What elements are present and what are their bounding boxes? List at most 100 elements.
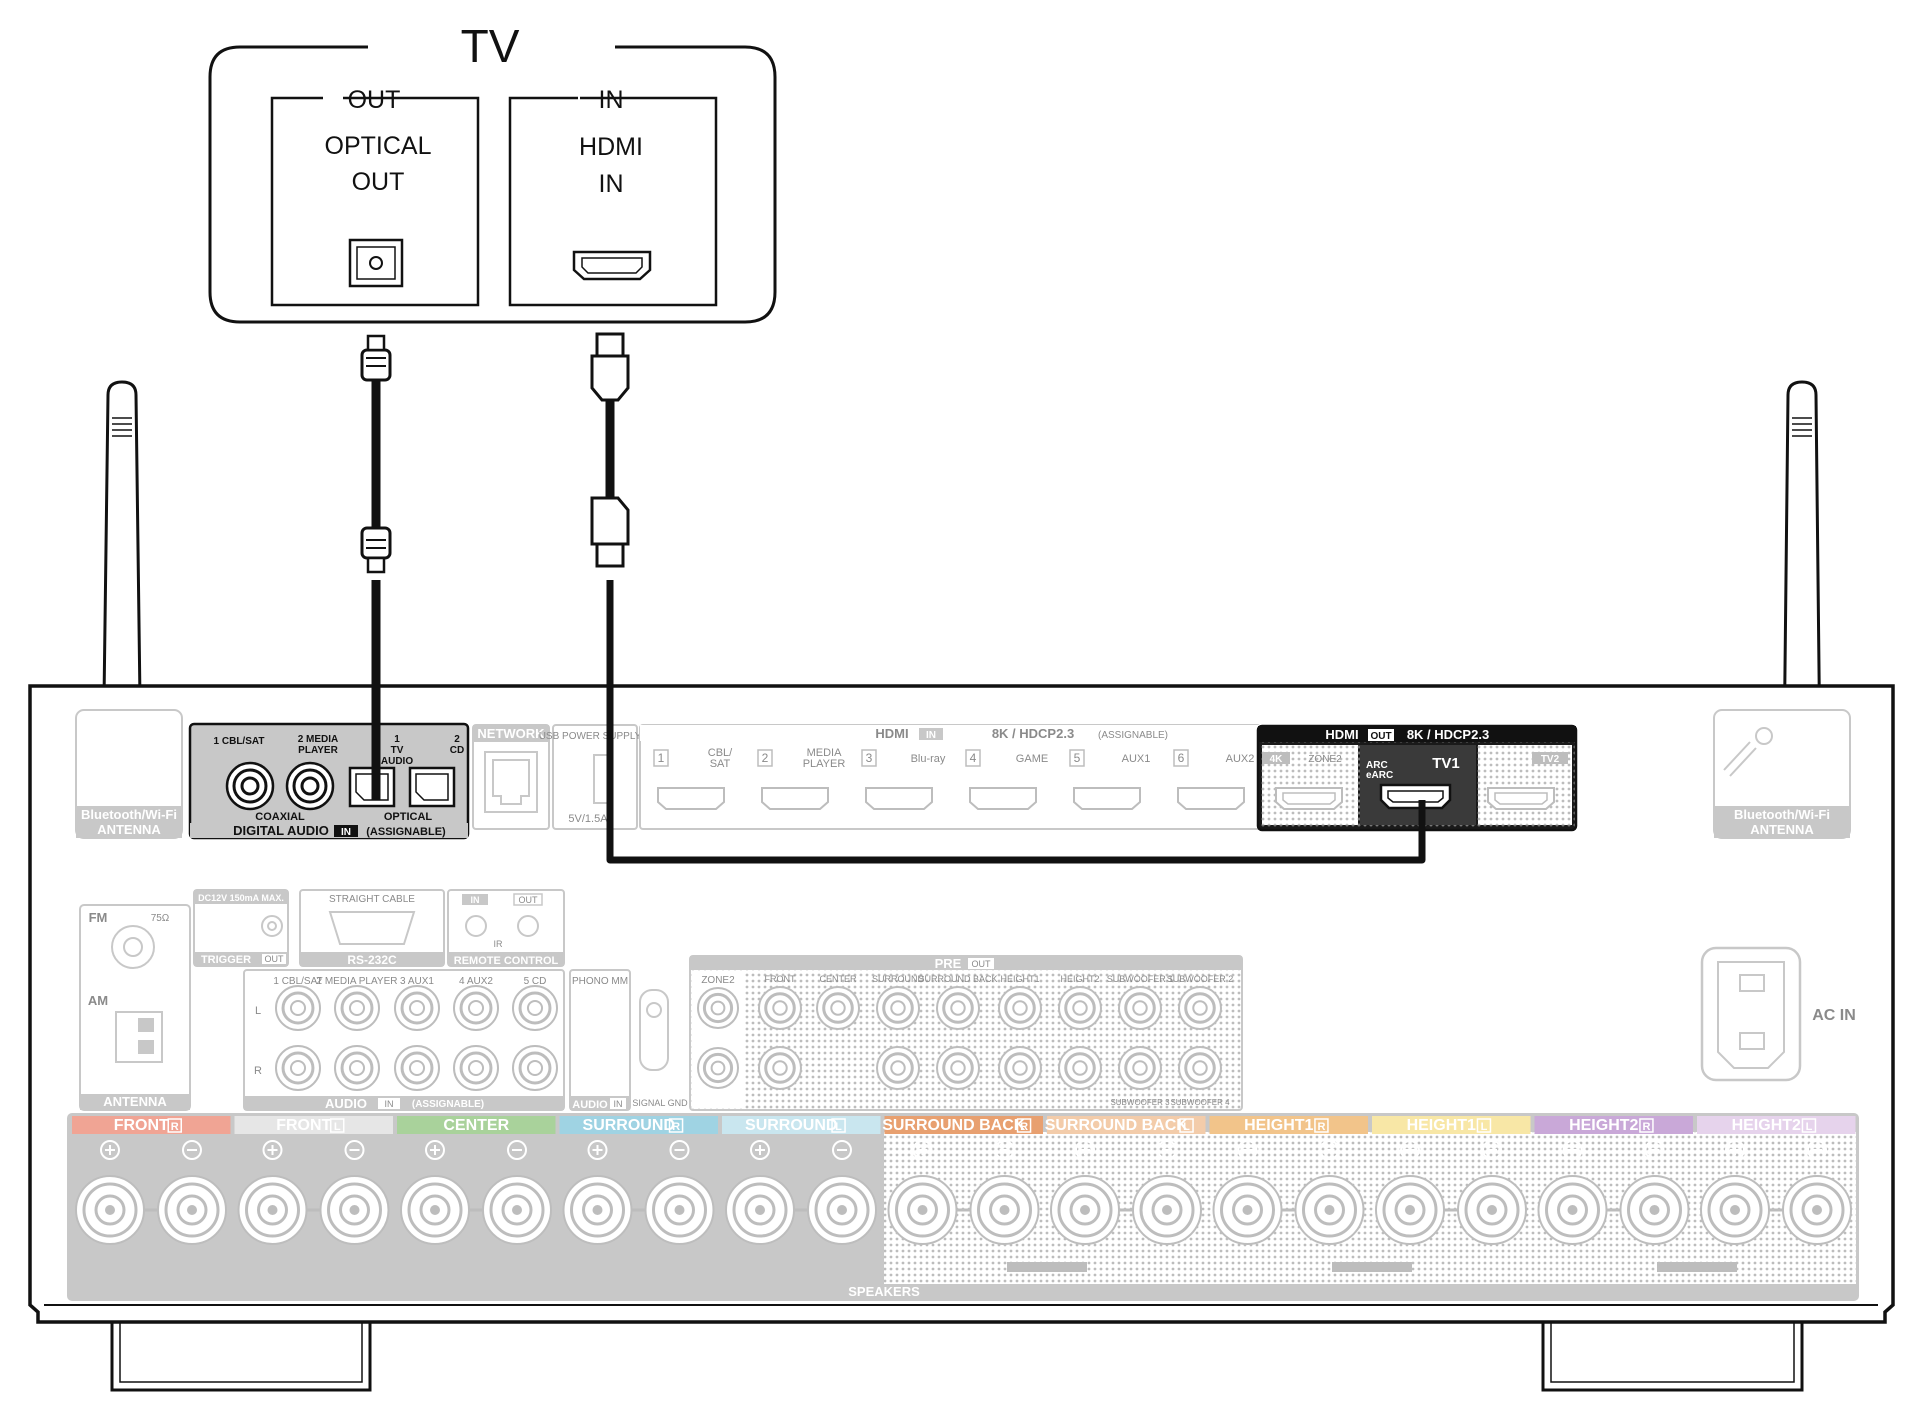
coaxial-jack-2-icon bbox=[285, 761, 335, 811]
fm-ohm-label: 75Ω bbox=[151, 913, 170, 924]
speaker-group-label: HEIGHT2 bbox=[1569, 1117, 1638, 1134]
hdmi-in-spec: 8K / HDCP2.3 bbox=[992, 726, 1074, 741]
hdmi-plug-bottom-icon bbox=[590, 496, 630, 568]
speaker-group-label: FRONT bbox=[114, 1117, 169, 1134]
hdmi-cable bbox=[590, 332, 1426, 864]
pre-out-top-jack-icon bbox=[816, 986, 860, 1030]
hdmi-in-jack-icon bbox=[1073, 787, 1141, 810]
hdmi-in-port-label: Blu-ray bbox=[911, 753, 946, 765]
tv-out-label: OUT bbox=[348, 86, 401, 114]
speaker-minus-terminal-icon bbox=[157, 1140, 227, 1245]
rs232-label: RS-232C bbox=[347, 953, 397, 967]
pre-out-bottom-jack-icon bbox=[1058, 1046, 1102, 1090]
pre-out-top-jack-icon bbox=[876, 986, 920, 1030]
pre-out-top-jack-icon bbox=[998, 986, 1042, 1030]
audio-in-l-jack-icon bbox=[275, 985, 321, 1031]
speaker-group: CENTER bbox=[397, 1116, 556, 1245]
antenna-right bbox=[1782, 380, 1822, 762]
speaker-plus-terminal-icon bbox=[1212, 1140, 1283, 1245]
speaker-group-label: HEIGHT1 bbox=[1407, 1117, 1476, 1134]
hdmi-in-port-label: MEDIA bbox=[807, 747, 843, 759]
hdmi-in-port-number: 4 bbox=[970, 751, 977, 765]
tv-out-section: OUT OPTICAL OUT bbox=[270, 86, 480, 307]
speaker-minus-terminal-icon bbox=[1782, 1140, 1852, 1245]
digital-audio-panel: 1 CBL/SAT 2 MEDIA PLAYER 1 TV AUDIO 2 CD… bbox=[188, 722, 470, 840]
antenna-left-label-2: ANTENNA bbox=[97, 822, 161, 837]
speaker-plus-terminal-icon bbox=[725, 1140, 795, 1245]
usb-spec: 5V/1.5A bbox=[568, 813, 608, 825]
audio-in-footer-note: (ASSIGNABLE) bbox=[412, 1099, 484, 1110]
speaker-group-side: R bbox=[171, 1121, 179, 1133]
foot-right bbox=[1541, 1322, 1804, 1392]
digital-audio-footer-badge: IN bbox=[341, 827, 351, 838]
speaker-plus-terminal-icon bbox=[237, 1140, 308, 1245]
optical-jack-2-icon bbox=[408, 766, 456, 808]
pre-out-zone2-r-jack-icon bbox=[697, 1047, 739, 1089]
antenna-right-base: Bluetooth/Wi-Fi ANTENNA bbox=[1713, 709, 1851, 839]
digital-audio-footer: DIGITAL AUDIO bbox=[233, 823, 329, 838]
usb-label: USB POWER SUPPLY bbox=[539, 731, 642, 742]
optical-2-label-a: 2 bbox=[454, 734, 460, 745]
audio-in-r-jack-icon bbox=[334, 1045, 380, 1091]
hdmi-in-port: 3 Blu-ray bbox=[861, 749, 946, 810]
tv-hdmi-jack-icon bbox=[572, 250, 652, 281]
remote-label: REMOTE CONTROL bbox=[454, 955, 559, 967]
speaker-group-side: R bbox=[1020, 1121, 1028, 1133]
remote-control: IN OUT IR REMOTE CONTROL bbox=[447, 889, 565, 967]
antenna-left bbox=[102, 380, 142, 702]
coaxial-label: COAXIAL bbox=[255, 811, 305, 823]
trigger-spec: DC12V 150mA MAX. bbox=[198, 893, 284, 903]
pre-out-bottom-jack-icon bbox=[758, 1046, 802, 1090]
pre-out-channel-label: CENTER bbox=[819, 974, 857, 984]
hdmi-in-jack-icon bbox=[865, 787, 933, 810]
tv2-label: TV2 bbox=[1541, 754, 1560, 765]
audio-in-l-jack-icon bbox=[453, 985, 499, 1031]
hdmi-in-port-number: 3 bbox=[866, 751, 873, 765]
coax-2-label-b: PLAYER bbox=[298, 745, 338, 756]
speaker-group-label: SURROUND BACK bbox=[1045, 1117, 1189, 1134]
hdmi-in-port-label-2: SAT bbox=[710, 758, 731, 770]
pre-out-bottom-jack-icon bbox=[936, 1046, 980, 1090]
antenna-left-label-1: Bluetooth/Wi-Fi bbox=[81, 807, 177, 822]
speaker-plus-terminal-icon bbox=[562, 1140, 633, 1245]
pre-out-top-jack-icon bbox=[1058, 986, 1102, 1030]
speaker-group-side: L bbox=[1183, 1121, 1190, 1133]
pre-out-header: PRE bbox=[935, 956, 962, 971]
speaker-group-side: L bbox=[1481, 1121, 1488, 1133]
audio-in-r-label: R bbox=[254, 1065, 262, 1077]
audio-in-footer: AUDIO bbox=[325, 1096, 367, 1111]
fm-label: FM bbox=[89, 910, 108, 925]
pre-out-top-jack-icon bbox=[1118, 986, 1162, 1030]
pre-out-top-jack-icon bbox=[1178, 986, 1222, 1030]
speaker-group-label: HEIGHT1 bbox=[1244, 1117, 1313, 1134]
tv-in-section: IN HDMI IN bbox=[508, 86, 718, 307]
pre-out-channel-label: SUBWOOFER 1 bbox=[1107, 974, 1174, 984]
digital-audio-footer-note: (ASSIGNABLE) bbox=[366, 826, 446, 838]
ac-in-label: AC IN bbox=[1812, 1007, 1856, 1024]
ac-in: AC IN bbox=[1700, 946, 1856, 1082]
speaker-minus-terminal-icon bbox=[319, 1140, 390, 1245]
network-label: NETWORK bbox=[477, 726, 545, 741]
speaker-plus-terminal-icon bbox=[75, 1140, 145, 1245]
zone2-label: ZONE2 bbox=[1308, 754, 1342, 765]
speaker-minus-terminal-icon bbox=[1457, 1140, 1527, 1245]
audio-in-l-jack-icon bbox=[334, 985, 380, 1031]
speaker-minus-terminal-icon bbox=[482, 1140, 552, 1245]
rs232c: STRAIGHT CABLE RS-232C bbox=[299, 889, 445, 967]
hdmi-plug-top-icon bbox=[590, 332, 630, 402]
remote-out-label: OUT bbox=[519, 895, 539, 905]
speaker-plus-terminal-icon bbox=[887, 1140, 958, 1245]
speaker-minus-terminal-icon bbox=[1619, 1140, 1690, 1245]
phono-footer-badge: IN bbox=[614, 1099, 623, 1109]
speaker-group-label: SURROUND bbox=[745, 1117, 837, 1134]
